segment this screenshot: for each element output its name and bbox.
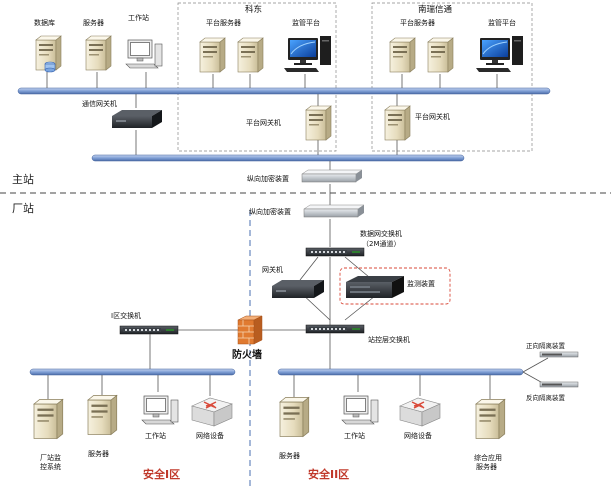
- kd-monitor-platform[interactable]: [283, 35, 332, 73]
- zone1-network-device[interactable]: [191, 397, 233, 427]
- group-title-nanrui: 南瑞信通: [418, 4, 453, 15]
- safety-zone-1-label: 安全I区: [143, 467, 180, 481]
- crypto-device-plant[interactable]: [303, 204, 365, 218]
- zone1-network-device-label: 网络设备: [196, 431, 224, 440]
- nr-platform-server-a[interactable]: [389, 37, 416, 73]
- database-server[interactable]: [35, 35, 62, 73]
- zone1-server[interactable]: [87, 394, 118, 436]
- kd-platform-server-a[interactable]: [199, 37, 226, 73]
- plant-control-system-server[interactable]: [33, 398, 64, 440]
- monitor-device-label: 监测装置: [407, 279, 435, 288]
- zone2-workstation[interactable]: [341, 395, 379, 425]
- zone2-server[interactable]: [279, 396, 310, 438]
- integrated-application-server[interactable]: [475, 398, 506, 440]
- nr-platform-gateway-server[interactable]: [384, 105, 411, 141]
- kd-monitor-platform-label: 监管平台: [292, 18, 320, 27]
- firewall-icon[interactable]: [237, 315, 263, 345]
- reverse-isolation-device[interactable]: [539, 381, 579, 388]
- integrated-server-label-line1: 综合应用: [474, 453, 502, 462]
- master-server[interactable]: [85, 35, 112, 71]
- forward-isolation-label: 正向隔离装置: [526, 341, 566, 350]
- data-network-switch[interactable]: [305, 247, 365, 257]
- kd-platform-gateway-label: 平台网关机: [246, 118, 281, 127]
- zone2-server-label: 服务器: [279, 451, 300, 460]
- kd-platform-server-label: 平台服务器: [206, 18, 241, 27]
- group-title-kedong: 科东: [245, 4, 262, 15]
- plant-control-system-label-line1: 厂站监: [40, 453, 61, 462]
- zone1-switch-label: I区交换机: [111, 311, 141, 320]
- station-switch-label: 站控层交换机: [368, 335, 410, 344]
- nr-platform-gateway-label: 平台网关机: [415, 112, 450, 121]
- zone1-workstation[interactable]: [141, 395, 179, 425]
- nr-platform-server-b[interactable]: [427, 37, 454, 73]
- zone1-network-bus: [29, 368, 236, 376]
- zone1-switch[interactable]: [119, 325, 179, 335]
- master-server-label: 服务器: [83, 18, 104, 27]
- zone-label-master: 主站: [12, 172, 34, 186]
- zone2-network-device-label: 网络设备: [404, 431, 432, 440]
- crypto-device-master[interactable]: [301, 169, 363, 183]
- top-network-bus: [17, 87, 551, 95]
- zone1-server-label: 服务器: [88, 449, 109, 458]
- zone2-network-device[interactable]: [399, 397, 441, 427]
- database-label: 数据库: [34, 18, 55, 27]
- kd-platform-server-b[interactable]: [237, 37, 264, 73]
- zone-label-plant: 厂站: [12, 201, 34, 215]
- forward-isolation-device[interactable]: [539, 351, 579, 358]
- nr-monitor-platform-label: 监管平台: [488, 18, 516, 27]
- zone2-network-bus: [277, 368, 524, 376]
- firewall-label: 防火墙: [232, 348, 262, 361]
- safety-zone-2-label: 安全II区: [308, 467, 349, 481]
- group-box-nanrui: [371, 2, 533, 152]
- channel-2m-label: （2M通道）: [362, 239, 401, 248]
- integrated-server-label-line2: 服务器: [476, 462, 497, 471]
- reverse-isolation-label: 反向隔离装置: [526, 393, 566, 402]
- plant-control-system-label-line2: 控系统: [40, 462, 61, 471]
- zone1-workstation-label: 工作站: [145, 431, 166, 440]
- plant-gateway-label: 网关机: [262, 265, 283, 274]
- monitor-device[interactable]: [346, 276, 404, 298]
- monitor-device-highlight-box: [339, 267, 451, 305]
- comm-gateway-device[interactable]: [112, 110, 162, 128]
- nr-monitor-platform[interactable]: [475, 35, 524, 73]
- data-switch-label: 数据网交换机: [360, 229, 402, 238]
- zone2-workstation-label: 工作站: [344, 431, 365, 440]
- group-box-kedong: [177, 2, 337, 152]
- master-workstation-label: 工作站: [128, 13, 149, 22]
- master-workstation[interactable]: [125, 39, 163, 69]
- nr-platform-server-label: 平台服务器: [400, 18, 435, 27]
- comm-gateway-label: 通信网关机: [82, 99, 117, 108]
- crypto-plant-label: 纵向加密装置: [249, 207, 291, 216]
- gateway-network-bus: [91, 154, 465, 162]
- crypto-master-label: 纵向加密装置: [247, 174, 289, 183]
- plant-gateway-device[interactable]: [272, 280, 324, 298]
- kd-platform-gateway-server[interactable]: [305, 105, 332, 141]
- station-control-switch[interactable]: [305, 324, 365, 334]
